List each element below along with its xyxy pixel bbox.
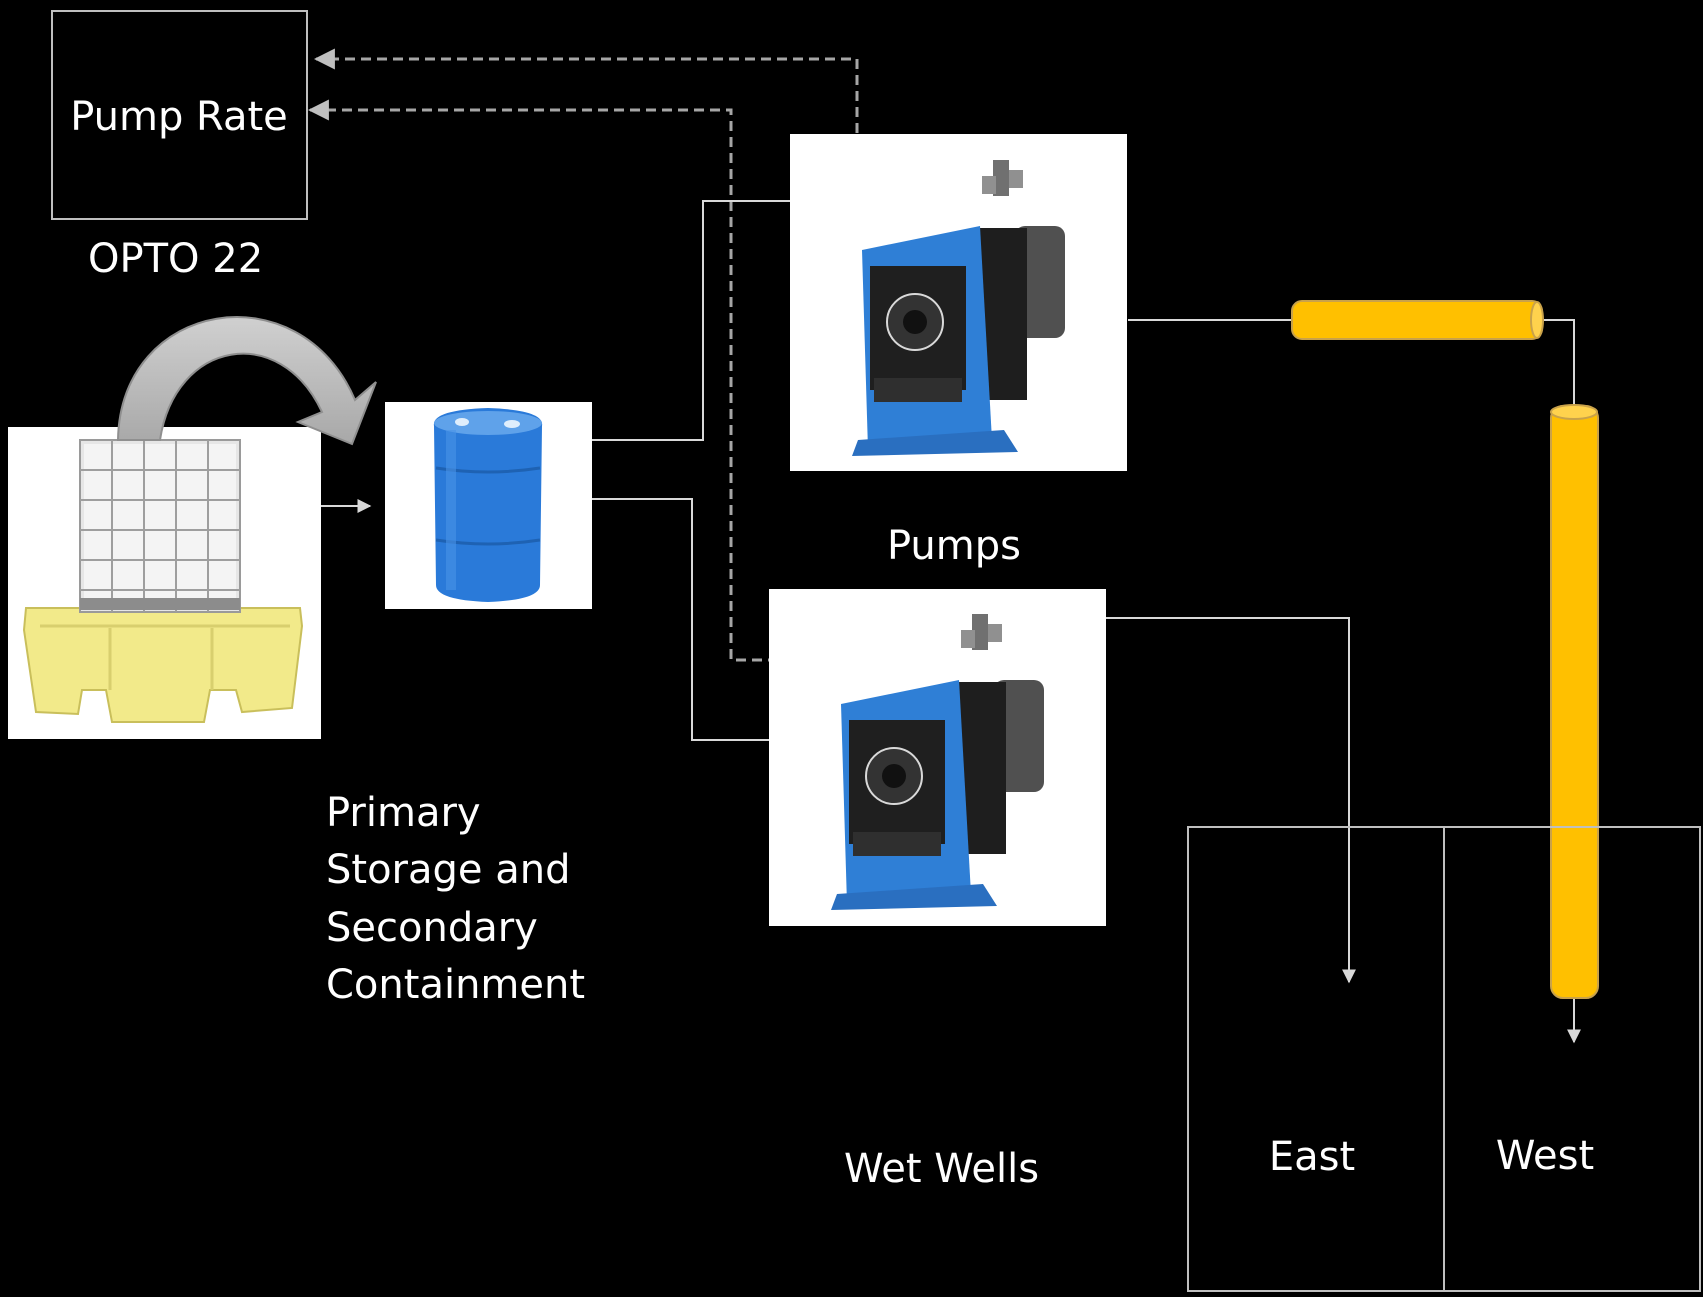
signal-line-pump-1 bbox=[313, 48, 859, 133]
flow-lines bbox=[240, 200, 1581, 1044]
opto-controller-group: Pump Rate OPTO 22 bbox=[51, 10, 308, 282]
signal-lines bbox=[307, 48, 859, 662]
east-label: East bbox=[1269, 1134, 1355, 1180]
injection-pipe-horizontal-icon bbox=[1291, 300, 1544, 340]
ibc-tote-icon bbox=[8, 427, 321, 739]
wet-well-east bbox=[1187, 826, 1445, 1292]
flow-drum-to-pump-1 bbox=[557, 200, 790, 441]
metering-pump-2-icon bbox=[769, 589, 1106, 926]
wet-well-west bbox=[1443, 826, 1701, 1292]
pump-rate-box bbox=[51, 10, 308, 220]
injection-pipe-vertical-icon bbox=[1550, 404, 1599, 999]
flow-drum-to-pump-2 bbox=[552, 498, 838, 747]
signal-line-pump-2 bbox=[307, 99, 858, 662]
pumps-label: Pumps bbox=[887, 523, 1021, 569]
pump-rate-label: Pump Rate bbox=[70, 94, 288, 140]
opto-label: OPTO 22 bbox=[88, 236, 263, 282]
metering-pump-1-icon bbox=[790, 134, 1127, 471]
blue-drum-icon bbox=[385, 402, 592, 609]
wet-wells-label: Wet Wells bbox=[844, 1146, 1039, 1192]
storage-label: Primary Storage and Secondary Containmen… bbox=[326, 790, 585, 1008]
storage-label-line-2: Storage and bbox=[326, 847, 570, 893]
storage-label-line-4: Containment bbox=[326, 962, 585, 1008]
flow-pipe-elbow bbox=[1540, 319, 1575, 413]
west-label: West bbox=[1496, 1133, 1594, 1179]
wet-wells-box bbox=[1187, 826, 1701, 1292]
storage-label-line-3: Secondary bbox=[326, 905, 538, 951]
flow-pump-2-to-east bbox=[1091, 617, 1356, 984]
storage-label-line-1: Primary bbox=[326, 790, 481, 836]
curved-transfer-arrow-icon bbox=[116, 316, 377, 446]
